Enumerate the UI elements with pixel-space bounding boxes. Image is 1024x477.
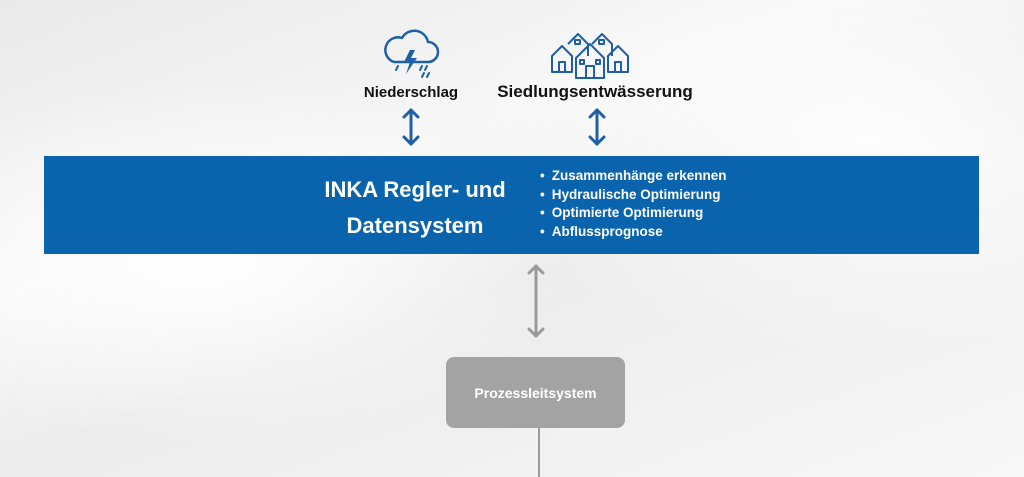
- storm-cloud-icon: [384, 29, 440, 78]
- feature-item: Abflussprognose: [540, 223, 727, 242]
- prozessleitsystem-box: Prozessleitsystem: [446, 357, 625, 428]
- double-arrow-right: [588, 108, 606, 146]
- connector-line: [538, 428, 540, 477]
- feature-list: Zusammenhänge erkennen Hydraulische Opti…: [540, 167, 727, 241]
- prozessleitsystem-label: Prozessleitsystem: [474, 384, 597, 401]
- main-title-line2: Datensystem: [346, 213, 484, 238]
- feature-item: Zusammenhänge erkennen: [540, 167, 727, 186]
- siedlungsentwaesserung-label: Siedlungsentwässerung: [497, 82, 693, 101]
- main-title-line1: INKA Regler- und: [324, 177, 506, 202]
- inka-system-box: [44, 156, 979, 254]
- double-arrow-left: [402, 108, 420, 146]
- double-arrow-bottom: [527, 264, 545, 338]
- main-title: INKA Regler- und Datensystem: [290, 172, 540, 244]
- feature-item: Optimierte Optimierung: [540, 204, 727, 223]
- houses-icon: [551, 33, 629, 79]
- niederschlag-label: Niederschlag: [363, 84, 459, 101]
- feature-item: Hydraulische Optimierung: [540, 186, 727, 205]
